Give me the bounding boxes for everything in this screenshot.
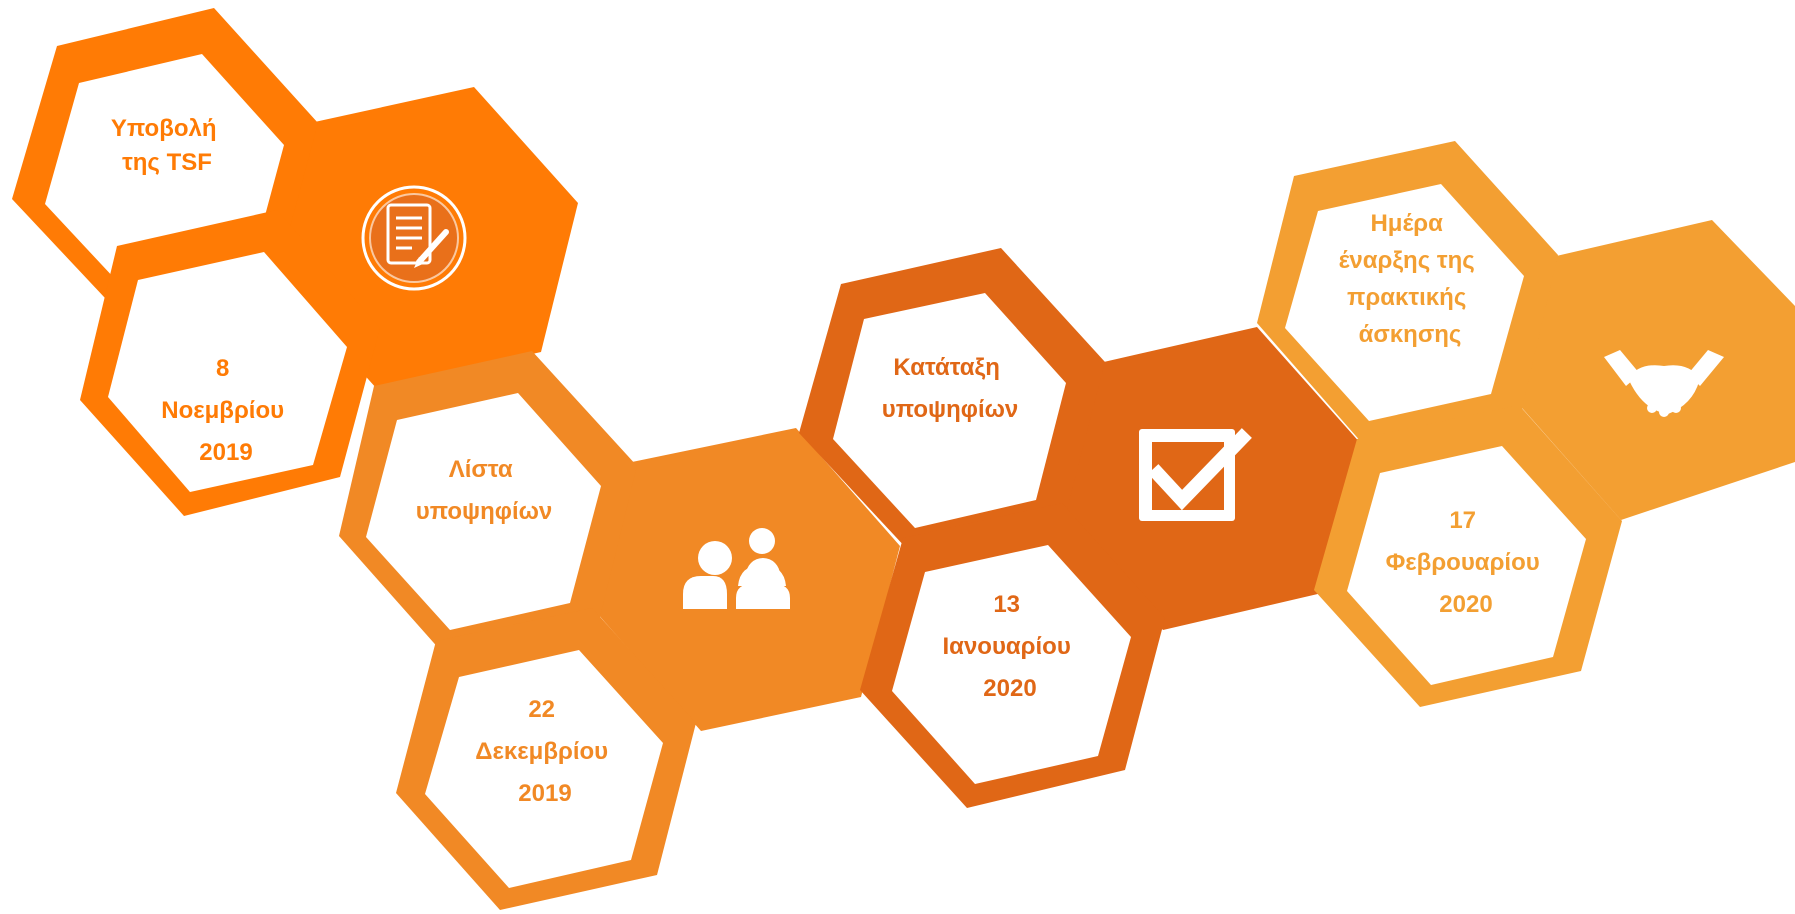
stage-1-title: Υποβολή της TSF — [111, 115, 223, 176]
stage-4-date: 17 Φεβρουαρίου 2020 — [1386, 507, 1547, 618]
stage-3-title: Κατάταξη υποψηφίων — [882, 354, 1019, 423]
document-pen-icon — [361, 185, 467, 291]
stage-2-date: 22 Δεκεμβρίου 2019 — [475, 696, 615, 807]
stage-3-date-inner — [892, 545, 1131, 784]
stage-4-date-inner — [1347, 446, 1586, 685]
stage-1-date-inner — [108, 252, 347, 492]
stage-3-date: 13 Ιανουαρίου 2020 — [943, 591, 1078, 702]
stage-2-date-inner — [425, 650, 663, 888]
stage-4: Ημέρα έναρξης της πρακτικής άσκησης 17 Φ… — [1257, 141, 1795, 707]
stage-1-date: 8 Νοεμβρίου 2019 — [161, 355, 291, 466]
stage-4-title-inner — [1285, 184, 1524, 421]
stage-2: Λίστα υποψηφίων 22 Δεκεμβρίου 2019 — [339, 351, 900, 910]
people-group-icon — [683, 528, 790, 609]
checkbox-checked-icon — [1139, 428, 1252, 521]
stage-3-title-inner — [833, 293, 1066, 528]
stage-2-title: Λίστα υποψηφίων — [416, 456, 553, 525]
stage-3: Κατάταξη υποψηφίων 13 Ιανουαρίου 2020 — [799, 248, 1362, 808]
stage-2-title-inner — [366, 393, 601, 630]
handshake-icon — [1604, 350, 1724, 417]
stage-4-title: Ημέρα έναρξης της πρακτικής άσκησης — [1339, 210, 1482, 348]
stage-1: Υποβολή της TSF 8 Νοεμβρίου 2019 — [12, 8, 578, 516]
